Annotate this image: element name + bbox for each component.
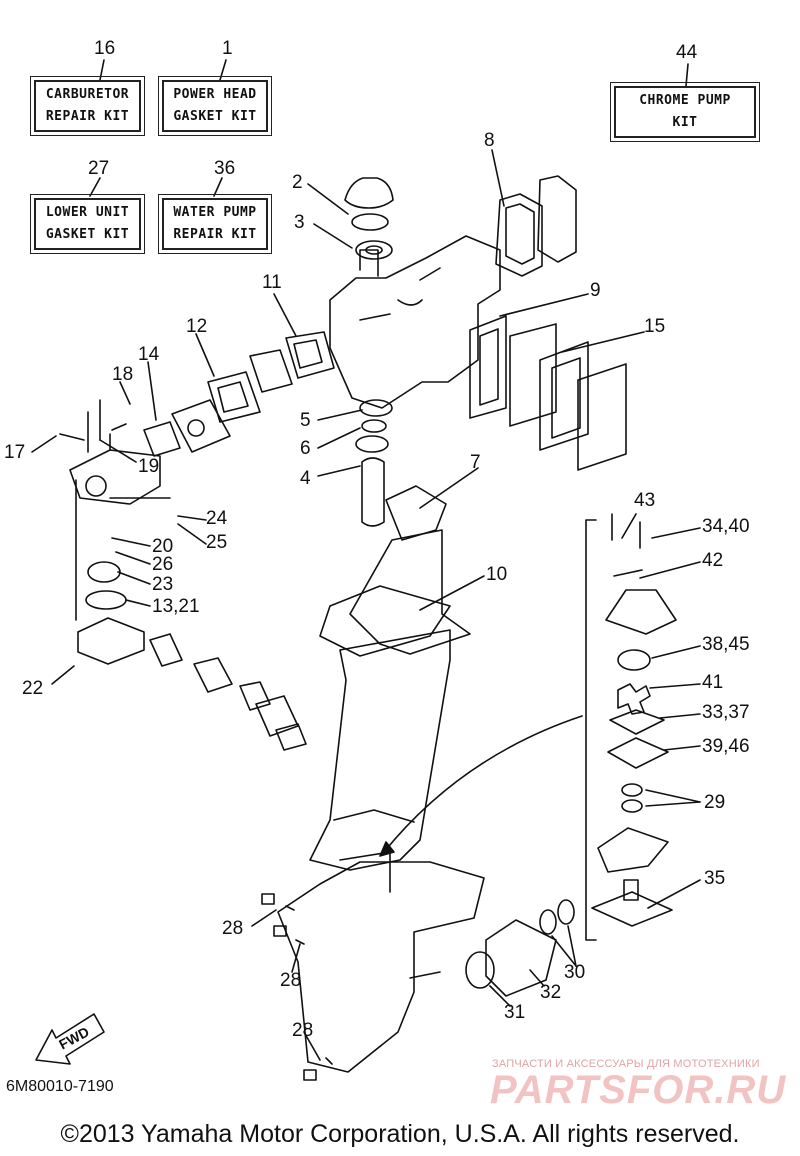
gasket-11	[285, 331, 335, 379]
drive-shaft-housing-4	[361, 457, 385, 527]
copyright-notice: ©2013 Yamaha Motor Corporation, U.S.A. A…	[60, 1120, 740, 1148]
thermostat-cover	[344, 177, 394, 209]
insert-38	[617, 649, 651, 671]
callout-11: 11	[262, 272, 282, 293]
gasket-35	[591, 891, 673, 927]
callout-20: 20	[152, 536, 174, 557]
gasket-12	[207, 371, 261, 423]
callout-41: 41	[702, 672, 724, 693]
callout-34-40: 34,40	[702, 516, 750, 537]
kit-label-line2: REPAIR KIT	[45, 109, 130, 124]
callout-15: 15	[644, 316, 666, 337]
callout-13-21: 13,21	[152, 596, 200, 617]
callout-31: 31	[504, 1002, 526, 1023]
callout-6: 6	[300, 438, 311, 459]
kit-number: 27	[88, 158, 110, 179]
propeller-housing-32	[485, 919, 557, 997]
gasket-7	[385, 485, 447, 541]
o-ring-2	[351, 213, 389, 231]
callout-26: 26	[152, 554, 174, 575]
callout-19: 19	[138, 456, 160, 477]
callout-9: 9	[590, 280, 601, 301]
callout-4: 4	[300, 468, 311, 489]
kit-number: 44	[676, 42, 698, 63]
callout-29: 29	[704, 792, 726, 813]
kit-box-water-pump: WATER PUMP REPAIR KIT	[158, 194, 272, 254]
upper-casing	[349, 529, 471, 655]
impeller-41	[617, 683, 651, 715]
power-head-block	[329, 235, 501, 409]
callout-42: 42	[702, 550, 724, 571]
exhaust-gasket-9	[469, 315, 507, 419]
lower-unit-casing	[277, 861, 485, 1073]
kit-label-line2: GASKET KIT	[45, 227, 130, 242]
kit-label-line1: POWER HEAD	[173, 87, 257, 102]
kit-label-line2: REPAIR KIT	[173, 227, 257, 242]
callout-2: 2	[292, 172, 303, 193]
plate-39	[607, 737, 669, 769]
reed-valve-14	[143, 421, 181, 457]
callout-32: 32	[540, 982, 562, 1003]
kit-number: 16	[94, 38, 116, 59]
callout-38-45: 38,45	[702, 634, 750, 655]
o-ring-31	[465, 951, 495, 989]
watermark-logo: PARTSFOR.RU	[490, 1068, 787, 1112]
kit-box-power-head: POWER HEAD GASKET KIT	[158, 76, 272, 136]
callout-39-46: 39,46	[702, 736, 750, 757]
callout-35: 35	[704, 868, 726, 889]
callout-22: 22	[22, 678, 44, 699]
callout-28: 28	[292, 1020, 314, 1041]
gasket-33	[609, 709, 665, 735]
callout-7: 7	[470, 452, 481, 473]
gasket-8	[495, 193, 543, 277]
pump-base	[597, 827, 669, 873]
callout-14: 14	[138, 344, 160, 365]
kit-box-lower-unit: LOWER UNIT GASKET KIT	[30, 194, 145, 254]
callout-28: 28	[280, 970, 302, 991]
kit-label-line1: CARBURETOR	[45, 87, 130, 102]
watermark-caption: ЗАПЧАСТИ И АКСЕССУАРЫ ДЛЯ МОТОТЕХНИКИ	[492, 1058, 760, 1070]
callout-25: 25	[206, 532, 228, 553]
callout-24: 24	[206, 508, 228, 529]
exhaust-gasket-15	[539, 341, 589, 451]
kit-label-line1: WATER PUMP	[173, 205, 257, 220]
callout-10: 10	[486, 564, 508, 585]
oil-seal-3	[355, 240, 393, 260]
kit-label-line1: CHROME PUMP	[639, 93, 731, 108]
kit-number: 1	[222, 38, 233, 59]
pump-housing-42	[605, 589, 677, 635]
kit-box-chrome-pump: CHROME PUMP KIT	[610, 82, 760, 142]
callout-17: 17	[4, 442, 26, 463]
callout-33-37: 33,37	[702, 702, 750, 723]
kit-number: 36	[214, 158, 236, 179]
float-23	[87, 561, 121, 583]
callout-18: 18	[112, 364, 134, 385]
callout-5: 5	[300, 410, 311, 431]
callout-28: 28	[222, 918, 244, 939]
callout-43: 43	[634, 490, 656, 511]
fwd-arrow	[35, 1013, 105, 1065]
kit-box-carburetor: CARBURETOR REPAIR KIT	[30, 76, 145, 136]
kit-label-line2: KIT	[672, 115, 698, 130]
callout-3: 3	[294, 212, 305, 233]
callout-8: 8	[484, 130, 495, 151]
callout-23: 23	[152, 574, 174, 595]
document-code: 6M80010-7190	[6, 1078, 114, 1095]
callout-30: 30	[564, 962, 586, 983]
kit-label-line1: LOWER UNIT	[45, 205, 130, 220]
kit-label-line2: GASKET KIT	[173, 109, 257, 124]
callout-12: 12	[186, 316, 208, 337]
